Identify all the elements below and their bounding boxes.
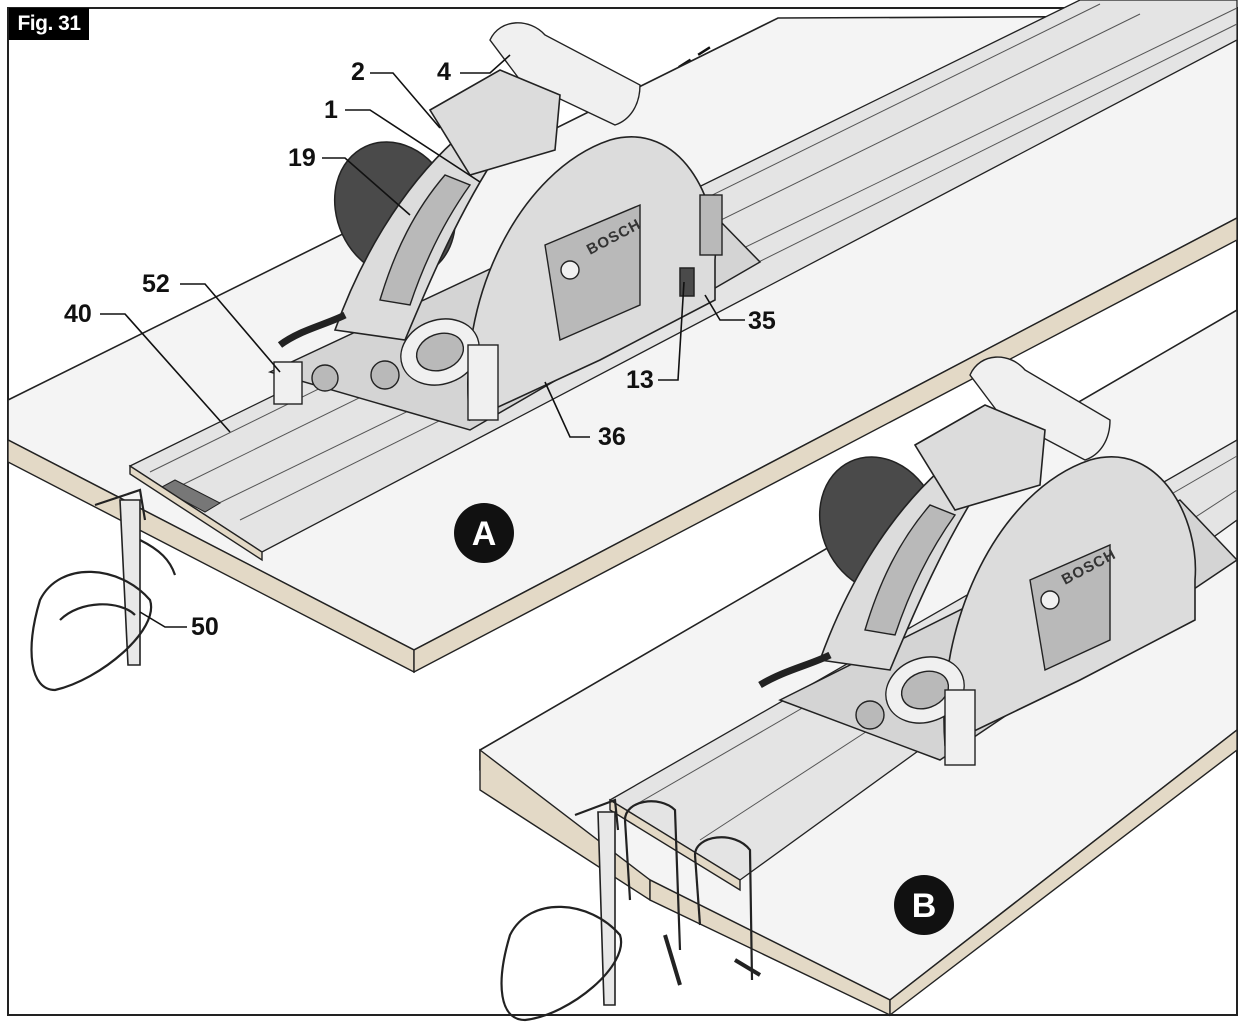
leader-40 bbox=[100, 313, 231, 433]
callout-13: 13 bbox=[626, 366, 654, 394]
callout-2: 2 bbox=[351, 58, 365, 86]
panel-a: BOSCH bbox=[7, 0, 1238, 692]
callout-36: 36 bbox=[598, 423, 626, 451]
callout-50: 50 bbox=[191, 613, 219, 641]
plunge-saw: BOSCH bbox=[758, 356, 1239, 766]
leader-52 bbox=[180, 283, 281, 373]
callout-35: 35 bbox=[748, 307, 776, 335]
callout-19: 19 bbox=[288, 144, 316, 172]
screw-clamp bbox=[30, 488, 177, 692]
leader-19 bbox=[322, 157, 411, 216]
leader-13 bbox=[658, 281, 685, 381]
leader-2 bbox=[370, 72, 441, 129]
callout-1: 1 bbox=[324, 96, 338, 124]
callout-52: 52 bbox=[142, 270, 170, 298]
c-clamp bbox=[623, 800, 762, 986]
leader-50 bbox=[139, 611, 187, 628]
panel-badge-a-letter: A bbox=[472, 515, 497, 553]
panel-badge-b-letter: B bbox=[912, 887, 937, 925]
leader-4 bbox=[460, 54, 511, 74]
panel-badge-a bbox=[454, 503, 514, 563]
leader-1 bbox=[345, 109, 481, 183]
callout-40: 40 bbox=[64, 300, 92, 328]
panel-b: BOSCH bbox=[479, 308, 1239, 1022]
plunge-saw: BOSCH bbox=[267, 22, 762, 431]
leader-35 bbox=[704, 294, 745, 321]
leader-36 bbox=[544, 381, 590, 438]
callout-4: 4 bbox=[437, 58, 451, 86]
panel-badge-b bbox=[894, 875, 954, 935]
figure-label: Fig. 31 bbox=[9, 8, 89, 40]
screw-clamp bbox=[500, 798, 623, 1022]
